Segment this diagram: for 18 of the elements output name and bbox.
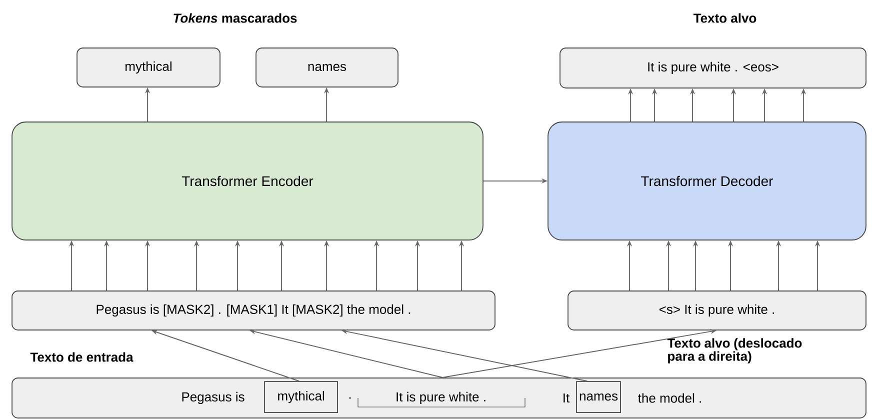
word-text: the model . [638, 393, 701, 403]
decoder-box: Transformer Decoder [548, 122, 866, 240]
caption-text: Texto alvo (deslocado para a direita) [667, 338, 802, 364]
encoder-box: Transformer Encoder [12, 122, 484, 240]
caption-text: Texto de entrada [30, 352, 134, 362]
word-box: mythical [264, 381, 338, 413]
word-text: Pegasus is [182, 392, 244, 404]
target-text-box: It is pure white . <eos> [560, 48, 866, 88]
token-box: names [256, 48, 398, 88]
word-text: . [349, 397, 351, 399]
input-text-box: Pegasus is [MASK2] . [MASK1] It [MASK2] the model . [12, 290, 496, 330]
caption-text: Texto alvo [693, 13, 756, 23]
word-text: It is pure white . [396, 392, 486, 404]
word-box: names [576, 381, 621, 413]
token-box: mythical [76, 48, 220, 88]
input-text-box: <s> It is pure white . [568, 290, 866, 330]
word-text: It [564, 393, 570, 402]
caption-text: Tokens mascarados [174, 13, 297, 23]
